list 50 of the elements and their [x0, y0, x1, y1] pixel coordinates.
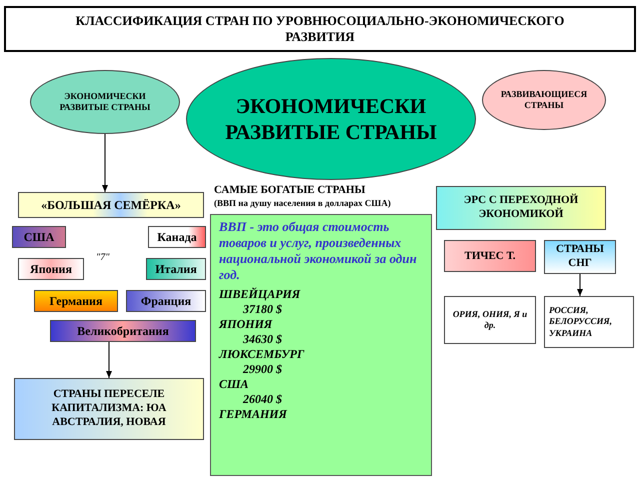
node-text: ЭКОНОМИЧЕСКИ РАЗВИТЫЕ СТРАНЫ: [224, 92, 438, 146]
note-text: САМЫЕ БОГАТЫЕ СТРАНЫ: [214, 183, 366, 198]
note-text: "7": [96, 251, 110, 265]
country-box: [50, 320, 196, 342]
node-text: ОРИЯ, ОНИЯ, Я и др.: [452, 308, 528, 332]
country-box: [146, 258, 206, 280]
arrow: [577, 274, 583, 296]
node-text: 26040 $: [242, 392, 282, 407]
node-text: ТИЧЕС Т.: [464, 248, 516, 264]
node-text: СТРАНЫ ПЕРЕСЕЛЕ КАПИТАЛИЗМА: ЮА АВСТРАЛИЯ, НОВАЯ: [50, 388, 168, 430]
node-text: РАЗВИВАЮЩИЕСЯ СТРАНЫ: [500, 88, 588, 112]
node-text: ЛЮКСЕМБУРГ: [219, 347, 304, 362]
group-box: [14, 378, 204, 440]
arrow: [106, 342, 112, 378]
group-box: [444, 240, 536, 272]
node-text: СТРАНЫ СНГ: [555, 243, 605, 271]
group-box: [544, 240, 616, 274]
definition-text: ВВП - это общая стоимость товаров и услуг, произведенных национальной экономикой за один год.: [219, 219, 418, 283]
node-text: Великобритания: [77, 323, 169, 340]
country-box: [18, 258, 84, 280]
country-box: [126, 290, 206, 312]
info-panel: [210, 214, 432, 476]
country-box: [12, 226, 66, 248]
node-text: Франция: [140, 293, 192, 310]
country-box: [34, 290, 118, 312]
node-text: США: [219, 377, 249, 392]
node-text: ГЕРМАНИЯ: [219, 407, 287, 422]
arrow: [102, 134, 108, 192]
node-text: ЯПОНИЯ: [219, 317, 272, 332]
group-box: [18, 192, 204, 218]
node-text: 37180 $: [242, 302, 282, 317]
node-text: Италия: [155, 261, 197, 278]
node-text: ШВЕЙЦАРИЯ: [219, 287, 300, 302]
node-text: 34630 $: [242, 332, 282, 347]
note-text: (ВВП на душу населения в долларах США): [214, 197, 392, 210]
list-box: [544, 296, 634, 348]
title-box: [4, 6, 636, 52]
node-text: КЛАССИФИКАЦИЯ СТРАН ПО УРОВНЮСОЦИАЛЬНО-ЭКОНОМИЧЕСКОГО РАЗВИТИЯ: [74, 12, 566, 46]
node-text: Канада: [157, 229, 197, 246]
group-box: [436, 186, 606, 230]
node-text: США: [24, 229, 54, 246]
country-box: [148, 226, 206, 248]
node-text: ЭРС С ПЕРЕХОДНОЙ ЭКОНОМИКОЙ: [462, 194, 580, 222]
node-text: ЭКОНОМИЧЕСКИ РАЗВИТЫЕ СТРАНЫ: [58, 90, 152, 114]
node-text: Германия: [50, 293, 102, 310]
node-text: «БОЛЬШАЯ СЕМЁРКА»: [41, 197, 181, 214]
node-text: Япония: [30, 261, 72, 278]
list-box: [444, 296, 536, 344]
node-text: РОССИЯ, БЕЛОРУССИЯ, УКРАИНА: [548, 305, 613, 339]
node-text: 29900 $: [242, 362, 282, 377]
